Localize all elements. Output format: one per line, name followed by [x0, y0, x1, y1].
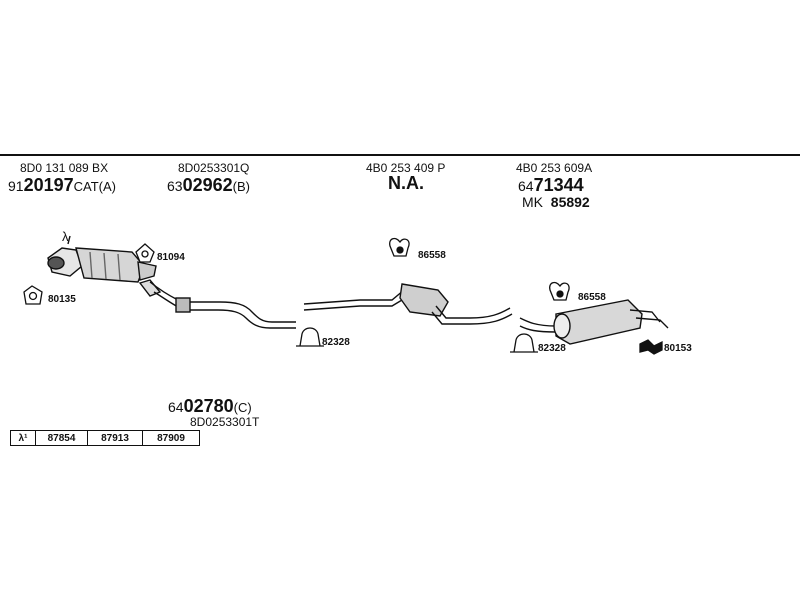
ref-prefix: 64 — [168, 399, 184, 415]
part-number-center-pipe: 4B0 253 409 P — [366, 161, 446, 175]
mounting-kit-label: MK 85892 — [522, 195, 590, 209]
hanger-icon-86558a — [389, 237, 410, 257]
part-label-82328a: 82328 — [322, 337, 350, 348]
rear-silencer — [519, 299, 669, 345]
part-number-front-pipe: 8D0253301Q — [178, 161, 250, 175]
gasket-icon-80135 — [23, 285, 43, 305]
part-label-81094: 81094 — [157, 252, 185, 263]
reference-front-pipe-alt: 6402780(C) — [168, 397, 252, 417]
clamp-icon-82328a — [296, 327, 324, 347]
center-pipe — [303, 283, 513, 325]
reference-front-pipe: 6302962(B) — [167, 176, 250, 196]
bracket-icon-80153 — [639, 339, 663, 355]
part-label-80135: 80135 — [48, 294, 76, 305]
clamp-icon-81094 — [135, 243, 155, 263]
ref-prefix: 64 — [518, 178, 534, 194]
ref-suffix: CAT(A) — [73, 179, 117, 194]
table-cell-lambda: λ¹ — [10, 430, 36, 446]
mk-value: 85892 — [550, 194, 590, 210]
ref-main: 02962 — [182, 175, 233, 195]
reference-catalyst: 9120197CAT(A) — [8, 176, 116, 196]
ref-main: 20197 — [23, 175, 74, 195]
table-cell-87854: 87854 — [35, 430, 88, 446]
ref-prefix: 91 — [8, 178, 24, 194]
part-label-82328b: 82328 — [538, 343, 566, 354]
part-number-rear-silencer: 4B0 253 609A — [516, 161, 593, 175]
table-cell-87909: 87909 — [142, 430, 200, 446]
part-number-catalyst: 8D0 131 089 BX — [20, 161, 109, 175]
status-not-available: N.A. — [388, 173, 424, 193]
mk-prefix: MK — [522, 194, 543, 210]
part-label-86558b: 86558 — [578, 292, 606, 303]
table-cell-87913: 87913 — [87, 430, 143, 446]
ref-suffix: (B) — [232, 179, 250, 194]
ref-main: 02780 — [183, 396, 234, 416]
part-label-86558a: 86558 — [418, 250, 446, 261]
front-pipe — [138, 279, 296, 329]
clamp-icon-82328b — [510, 333, 538, 353]
ref-suffix: (C) — [233, 400, 252, 415]
part-label-80153: 80153 — [664, 343, 692, 354]
lambda-label: λ — [62, 229, 69, 244]
hanger-icon-86558b — [549, 281, 570, 301]
part-number-front-pipe-alt: 8D0253301T — [190, 415, 260, 429]
catalytic-converter — [47, 235, 157, 283]
ref-prefix: 63 — [167, 178, 183, 194]
reference-rear-silencer: 6471344 — [518, 176, 584, 196]
ref-main: 71344 — [533, 175, 584, 195]
